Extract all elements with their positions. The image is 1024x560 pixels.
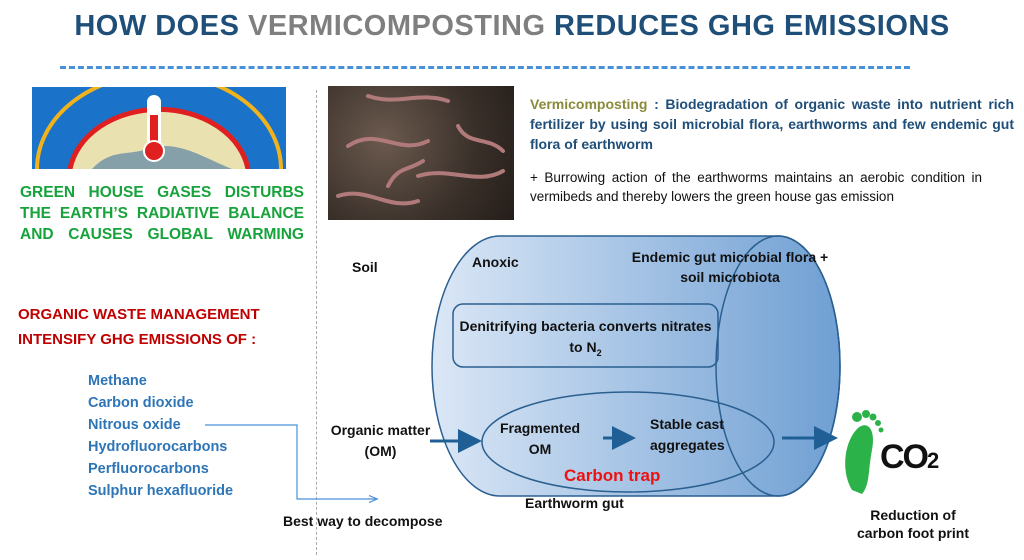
gas-item: Nitrous oxide [88, 417, 181, 433]
endemic-label: Endemic gut microbial flora + soil micro… [631, 249, 829, 285]
arrow-icon [205, 424, 376, 499]
denitrifying-label: Denitrifying bacteria converts nitrates … [459, 318, 712, 358]
stable-cast-label: Stable cast aggregates [650, 416, 725, 453]
gas-item: Perfluorocarbons [88, 461, 209, 477]
footprint-icon [845, 410, 884, 494]
soil-label: Soil [352, 259, 378, 275]
gas-item: Methane [88, 373, 147, 389]
gas-item: Hydrofluorocarbons [88, 439, 228, 455]
gas-item: Carbon dioxide [88, 395, 194, 411]
burrowing-note: + Burrowing action of the earthworms mai… [530, 170, 982, 204]
gas-item: Sulphur hexafluoride [88, 483, 234, 499]
title-divider [60, 66, 910, 69]
earthworm-gut-label: Earthworm gut [525, 495, 624, 511]
earthworms-photo [328, 86, 514, 220]
fragmented-om-label: Fragmented OM [499, 420, 581, 457]
global-warming-image [32, 87, 286, 169]
page-title: HOW DOES VERMICOMPOSTING REDUCES GHG EMI… [74, 10, 950, 42]
denitrifying-box [452, 303, 719, 368]
cylinder-end [715, 235, 841, 497]
co2-label: CO2 [880, 438, 939, 476]
vermicomposting-definition: Vermicomposting : Biodegradation of orga… [530, 96, 1014, 152]
earthworm-gut-ellipse [481, 391, 775, 493]
reduction-label: Reduction of carbon foot print [857, 507, 969, 541]
column-divider [316, 90, 317, 555]
best-way-label: Best way to decompose [283, 513, 443, 529]
anoxic-label: Anoxic [472, 254, 519, 270]
organic-matter-label: Organic matter (OM) [330, 422, 431, 459]
carbon-trap-label: Carbon trap [564, 466, 661, 485]
